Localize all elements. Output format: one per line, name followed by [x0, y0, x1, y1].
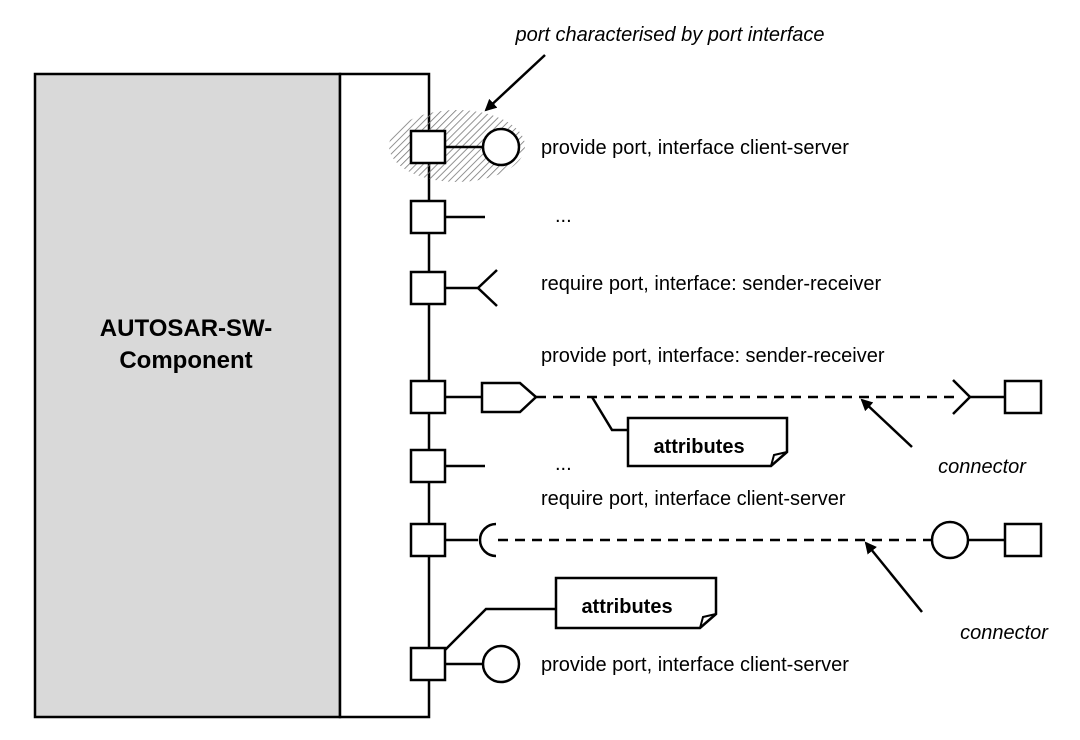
remote-port-square-upper[interactable]: [1003, 379, 1043, 415]
connector-lower-label: connector: [960, 622, 1049, 644]
component-gray-block: [33, 72, 342, 719]
attributes-note-lower: [554, 576, 718, 630]
note-fold-lower-icon: [699, 613, 717, 629]
port-4[interactable]: [409, 379, 538, 415]
port-4-label: provide port, interface: sender-receiver: [541, 345, 885, 367]
component-title-line1: AUTOSAR-SW-: [100, 315, 272, 342]
port-7-square[interactable]: [409, 646, 447, 682]
connector-upper-label: connector: [938, 456, 1027, 478]
attributes-lower-label: attributes: [581, 596, 672, 618]
port-2[interactable]: [409, 199, 485, 235]
port-5-square[interactable]: [409, 448, 447, 484]
port-2-square[interactable]: [409, 199, 447, 235]
port-3-label: require port, interface: sender-receiver: [541, 273, 881, 295]
port-3-require-chevron-icon: [476, 269, 498, 307]
attributes-upper-label: attributes: [653, 436, 744, 458]
attributes-note-lower-body: [554, 576, 718, 630]
port-7[interactable]: [409, 644, 521, 684]
port-1-provided-circle-icon: [481, 127, 521, 167]
attributes-lower-leader: [444, 607, 556, 651]
port-2-label: ...: [555, 205, 572, 227]
port-6-square[interactable]: [409, 522, 447, 558]
port-6-required-socket-icon: [478, 522, 497, 558]
port-7-provided-circle-icon: [481, 644, 521, 684]
port-7-label: provide port, interface client-server: [541, 654, 849, 676]
remote-port-square-lower[interactable]: [1003, 522, 1043, 558]
remote-provided-circle-icon: [930, 520, 970, 560]
note-fold-upper-icon: [770, 451, 788, 467]
connector-upper-arrow: [860, 398, 913, 448]
port-4-square[interactable]: [409, 379, 447, 415]
annotation-arrow: [484, 54, 546, 112]
port-1-label: provide port, interface client-server: [541, 137, 849, 159]
port-6[interactable]: [409, 522, 497, 558]
port-1[interactable]: [409, 127, 521, 167]
port-4-provided-sender-icon: [480, 381, 538, 414]
attributes-note-upper: [626, 416, 789, 468]
connector-lower-remote-port[interactable]: [930, 520, 1043, 560]
connector-upper-remote-port[interactable]: [952, 379, 1043, 415]
port-3[interactable]: [409, 269, 498, 307]
port-1-square[interactable]: [409, 129, 447, 165]
port-3-square[interactable]: [409, 270, 447, 306]
connector-lower-arrow: [864, 541, 923, 613]
remote-require-chevron-icon: [952, 379, 972, 415]
attributes-upper-leader: [590, 396, 628, 432]
port-6-label: require port, interface client-server: [541, 488, 846, 510]
port-characterised-annotation: port characterised by port interface: [514, 24, 824, 46]
port-5[interactable]: [409, 448, 485, 484]
port-5-label: ...: [555, 453, 572, 475]
attributes-note-upper-body: [626, 416, 789, 468]
component-title-line2: Component: [119, 347, 252, 374]
